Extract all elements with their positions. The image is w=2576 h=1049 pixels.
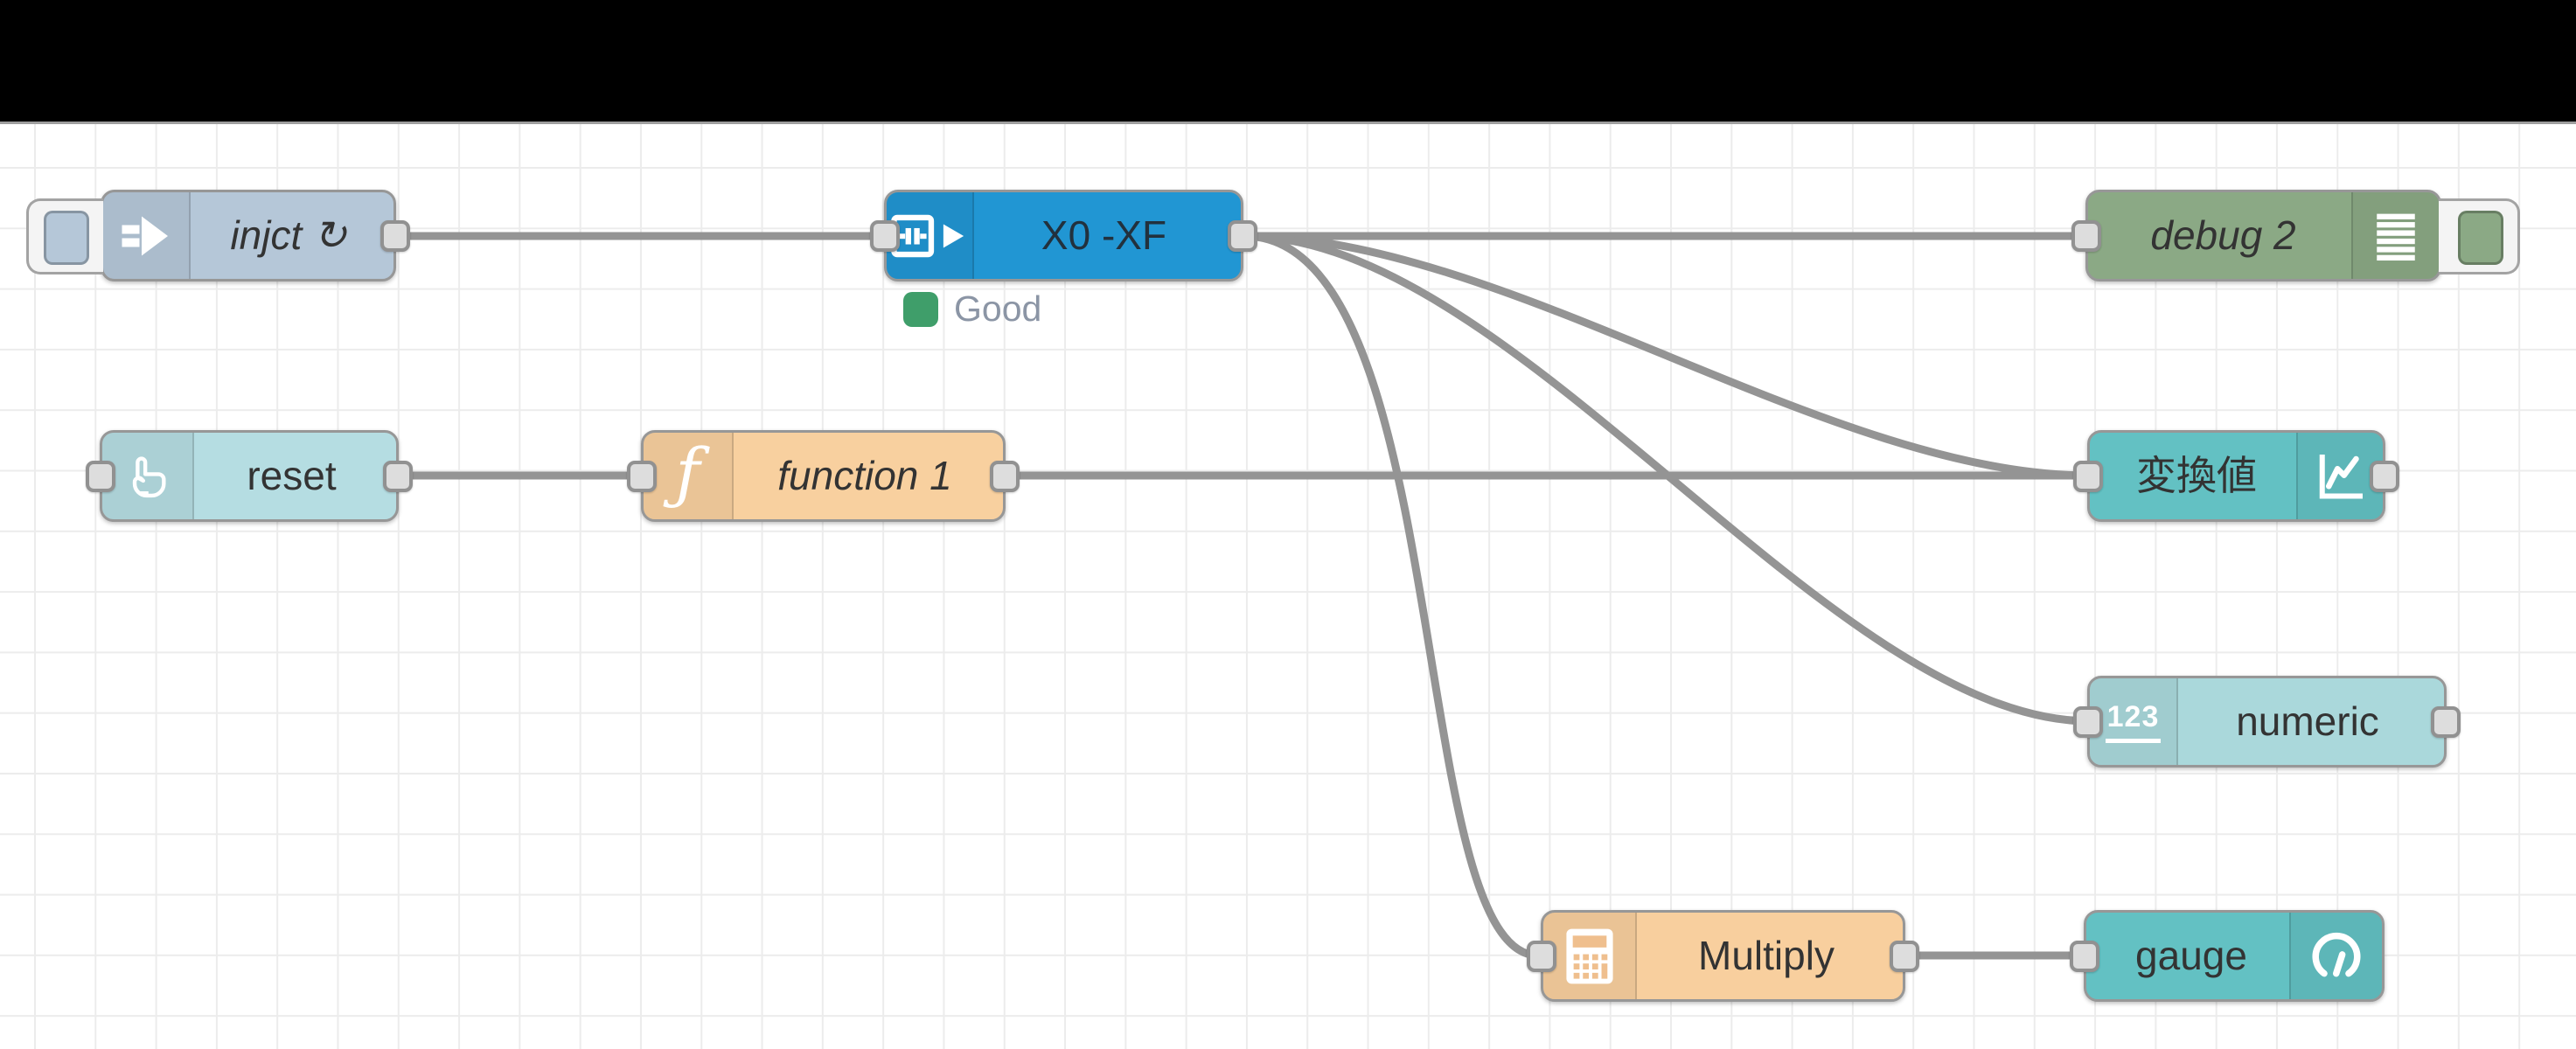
node-chart[interactable]: 変換値 [2073, 430, 2399, 522]
node-label: gauge [2135, 933, 2247, 978]
debug-toggle-button[interactable] [2439, 198, 2520, 274]
output-port[interactable] [380, 220, 410, 252]
node-plc-read[interactable]: X0 -XF [870, 190, 1257, 281]
node-reset[interactable]: reset [86, 430, 413, 522]
input-port[interactable] [1527, 941, 1556, 972]
node-label: function 1 [777, 453, 952, 498]
plc-connector-icon [887, 192, 974, 279]
input-port[interactable] [627, 461, 657, 492]
node-label: 変換値 [2136, 453, 2257, 498]
node-gauge[interactable]: gauge [2070, 910, 2385, 1002]
node-label: Multiply [1698, 933, 1835, 978]
debug-list-icon [2351, 192, 2439, 279]
node-label: injct ↻ [230, 212, 347, 258]
output-port[interactable] [2370, 461, 2399, 492]
inject-arrow-icon [103, 192, 191, 279]
output-port[interactable] [2431, 706, 2461, 738]
wire-layer [392, 232, 2094, 960]
wire[interactable] [1240, 232, 2094, 480]
inject-button-inner [44, 211, 89, 265]
hand-pointer-icon [102, 433, 194, 519]
output-port[interactable] [1228, 220, 1257, 252]
output-port[interactable] [990, 461, 1020, 492]
input-port[interactable] [2071, 220, 2101, 252]
status-dot-icon [903, 291, 938, 327]
gauge-icon [2289, 913, 2382, 999]
node-label: X0 -XF [1041, 212, 1167, 258]
inject-button[interactable] [26, 198, 103, 274]
node-debug[interactable]: debug 2 [2071, 190, 2520, 281]
debug-button-inner [2458, 211, 2503, 265]
input-port[interactable] [2070, 941, 2099, 972]
node-status: Good [903, 288, 1041, 330]
node-function[interactable]: ƒ function 1 [627, 430, 1020, 522]
flow-canvas[interactable]: injct ↻ X0 -XF [0, 124, 2576, 1049]
wire[interactable] [1240, 232, 1542, 960]
function-glyph: ƒ [675, 433, 700, 511]
output-port[interactable] [383, 461, 413, 492]
node-label: reset [247, 453, 337, 498]
numeric-123-icon: 123 [2090, 678, 2178, 765]
input-port[interactable] [86, 461, 115, 492]
node-label: debug 2 [2150, 212, 2296, 258]
line-chart-icon [2296, 433, 2383, 519]
input-port[interactable] [2073, 461, 2103, 492]
node-inject[interactable]: injct ↻ [26, 190, 410, 281]
output-port[interactable] [1890, 941, 1919, 972]
function-f-icon: ƒ [644, 433, 734, 519]
node-multiply[interactable]: Multiply [1527, 910, 1919, 1002]
calculator-icon [1543, 913, 1637, 999]
input-port[interactable] [870, 220, 900, 252]
status-text: Good [954, 288, 1042, 329]
node-label: numeric [2236, 698, 2379, 744]
top-bar [0, 0, 2576, 124]
input-port[interactable] [2073, 706, 2103, 738]
numeric-glyph: 123 [2105, 700, 2162, 743]
node-numeric[interactable]: 123 numeric [2073, 676, 2461, 768]
